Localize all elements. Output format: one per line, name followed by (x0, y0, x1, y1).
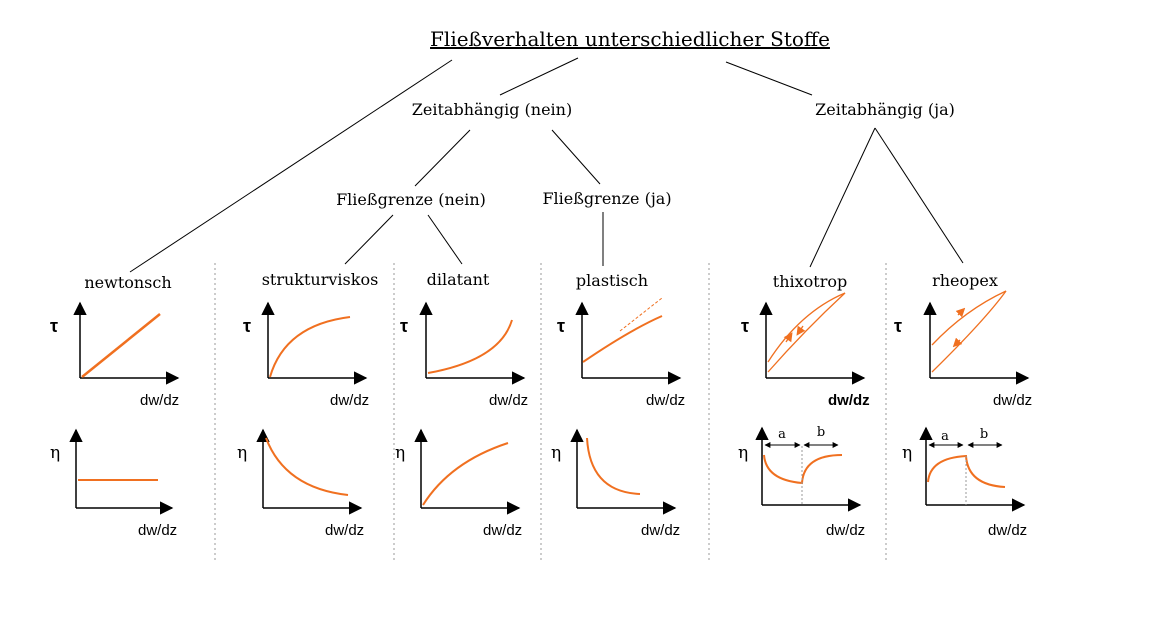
curve-dilatant-eta (422, 442, 509, 506)
axis-tau-label: τ (741, 316, 749, 336)
axis-shear-rate-label: dw/dz (330, 392, 369, 409)
axis-tau-label: τ (400, 316, 408, 336)
node-time-independent: Zeitabhängig (nein) (412, 100, 572, 119)
chart-newtonsch-tau: τ dw/dz (50, 301, 180, 409)
curve-dilatant-tau (427, 319, 513, 374)
material-label-newtonsch: newtonsch (84, 273, 171, 292)
material-label-strukturviskos: strukturviskos (262, 270, 379, 289)
axis-eta-label: η (902, 443, 912, 463)
axis-shear-rate-label: dw/dz (826, 522, 865, 539)
chart-strukturviskos-eta: η dw/dz (237, 428, 364, 539)
chart-plastisch-eta: η dw/dz (551, 428, 680, 539)
node-time-dependent: Zeitabhängig (ja) (815, 100, 955, 119)
interval-label-a: a (778, 427, 786, 442)
curve-newtonsch-tau (81, 313, 161, 378)
curve-rheopex-down (931, 290, 1007, 373)
axis-shear-rate-label: dw/dz (140, 392, 179, 409)
interval-label-b: b (980, 427, 988, 442)
axis-eta-label: η (50, 443, 60, 463)
axis-eta-label: η (237, 443, 247, 463)
material-label-rheopex: rheopex (932, 271, 998, 290)
chart-plastisch-tau: τ dw/dz (557, 297, 685, 409)
curve-thixotrop-up (767, 292, 846, 363)
chart-rheopex-tau: τ dw/dz (894, 290, 1032, 409)
curve-plastisch-tangent (619, 297, 663, 332)
curve-plastisch-eta (586, 437, 641, 495)
arrow-thixotrop-up (783, 332, 793, 343)
curve-thixotrop-eta (763, 454, 843, 485)
axis-shear-rate-label: dw/dz (646, 392, 685, 409)
arrow-thixotrop-down (796, 325, 806, 336)
curve-strukturviskos-tau (269, 316, 351, 378)
chart-dilatant-eta: η dw/dz (395, 428, 522, 539)
arrow-rheopex-up (955, 307, 966, 318)
material-label-thixotrop: thixotrop (773, 272, 847, 291)
axis-tau-label: τ (50, 316, 58, 336)
material-label-dilatant: dilatant (427, 270, 490, 289)
axis-shear-rate-label: dw/dz (483, 522, 522, 539)
node-yield: Fließgrenze (ja) (542, 189, 671, 208)
diagram-title: Fließverhalten unterschiedlicher Stoffe (430, 27, 830, 51)
chart-newtonsch-eta: η dw/dz (50, 428, 177, 539)
axis-shear-rate-label: dw/dz (138, 522, 177, 539)
material-label-plastisch: plastisch (576, 271, 648, 290)
curve-rheopex-up (931, 290, 1007, 346)
curve-thixotrop-down (767, 292, 846, 373)
axis-tau-label: τ (894, 316, 902, 336)
interval-label-a: a (941, 429, 949, 444)
chart-thixotrop-tau: τ dw/dz (741, 292, 870, 409)
column-dividers (214, 263, 887, 562)
chart-dilatant-tau: τ dw/dz (400, 301, 528, 409)
tree-connectors (129, 57, 964, 273)
axis-eta-label: η (738, 443, 748, 463)
curve-plastisch-tau (582, 315, 663, 363)
curve-strukturviskos-eta (265, 437, 349, 496)
interval-label-b: b (817, 425, 825, 440)
arrow-rheopex-down (952, 337, 963, 348)
axis-shear-rate-label: dw/dz (988, 522, 1027, 539)
node-no-yield: Fließgrenze (nein) (336, 190, 486, 209)
axis-shear-rate-label: dw/dz (828, 392, 870, 409)
chart-thixotrop-eta: a b η dw/dz (738, 425, 865, 539)
axis-shear-rate-label: dw/dz (489, 392, 528, 409)
axis-eta-label: η (551, 443, 561, 463)
axis-shear-rate-label: dw/dz (993, 392, 1032, 409)
axis-tau-label: τ (243, 316, 251, 336)
chart-strukturviskos-tau: τ dw/dz (243, 301, 369, 409)
axis-eta-label: η (395, 443, 405, 463)
axis-tau-label: τ (557, 316, 565, 336)
axis-shear-rate-label: dw/dz (641, 522, 680, 539)
chart-rheopex-eta: a b η dw/dz (902, 426, 1027, 539)
axis-shear-rate-label: dw/dz (325, 522, 364, 539)
